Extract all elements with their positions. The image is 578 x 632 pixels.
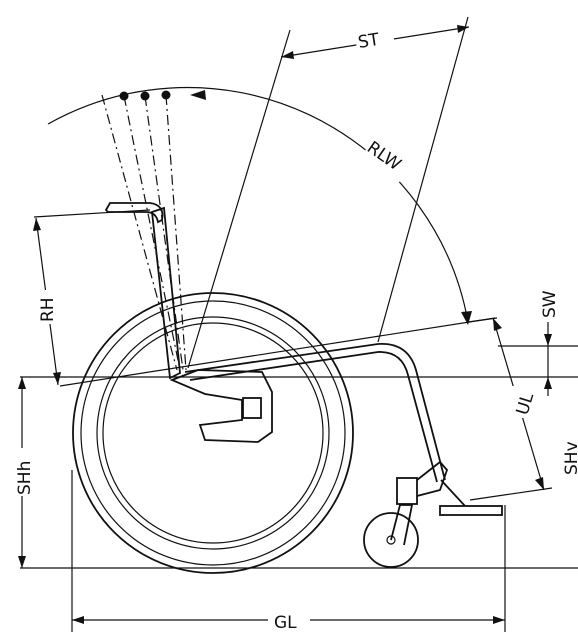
gl-arrow-right: [493, 616, 505, 624]
sw-arrow-bottom: [544, 377, 552, 389]
backrest-angle-line-2: [144, 95, 184, 371]
shh-arrow-bottom: [18, 556, 26, 568]
axle-adapter: [242, 397, 262, 419]
caster-wheel: [363, 512, 419, 568]
shh-arrow-top: [18, 377, 26, 389]
rear-wheel-tire-inner: [80, 300, 346, 566]
ul-ext-bottom: [469, 487, 553, 501]
footrest-tube: [440, 479, 466, 507]
rear-wheel-rim: [102, 322, 324, 544]
rh-ext-top: [33, 209, 151, 218]
rlw-arrow-start: [190, 90, 206, 100]
backrest-angle-line-1: [123, 95, 181, 371]
shh-label-bg: [12, 448, 34, 496]
ul-arrow-top: [493, 318, 502, 331]
st-label-bg: [354, 27, 396, 55]
sw-label: SW: [540, 290, 560, 318]
sw-label-bg: [537, 290, 559, 320]
caster-fork: [390, 504, 414, 546]
st-label: ST: [357, 30, 382, 53]
shv-label-bg: [560, 428, 578, 478]
rh-label: RH: [38, 297, 58, 322]
rh-arrow-bottom: [53, 372, 61, 385]
backrest-handle: [104, 202, 164, 224]
sw-arrow-top: [544, 334, 552, 346]
backrest-angle-line-4: [101, 94, 178, 371]
ul-arrow-bottom: [535, 477, 544, 490]
seat-frame-lower: [189, 351, 438, 483]
rear-wheel-outer: [72, 292, 354, 574]
axle-plate: [169, 369, 273, 443]
shh-label: SHh: [15, 461, 35, 495]
adjust-dot-3: [161, 90, 171, 100]
rlw-arc: [47, 86, 469, 323]
caster-housing: [396, 477, 418, 505]
st-ext-left: [187, 29, 291, 369]
rlw-label-bg: [357, 128, 419, 188]
gl-label-bg: [268, 610, 310, 630]
st-arrow-right: [457, 25, 469, 33]
st-ext-right: [377, 16, 469, 343]
seat-frame: [184, 343, 446, 481]
shv-label: SHv: [562, 441, 578, 475]
ul-ext-top: [467, 317, 498, 323]
gl-label: GL: [274, 613, 297, 632]
rh-label-bg: [34, 290, 56, 324]
ul-label-bg: [509, 386, 531, 418]
rlw-arrow-end: [461, 311, 472, 325]
adjust-dot-2: [140, 91, 150, 101]
rh-arrow-top: [33, 218, 41, 231]
adjust-dot-1: [119, 91, 129, 101]
caster-hub: [386, 535, 396, 545]
rear-wheel-handrim: [96, 316, 330, 550]
footplate: [439, 505, 503, 516]
backrest-angle-line-3: [165, 94, 187, 371]
st-arrow-left: [281, 51, 294, 59]
seat-plane-line: [59, 317, 496, 387]
gl-arrow-left: [72, 616, 84, 624]
